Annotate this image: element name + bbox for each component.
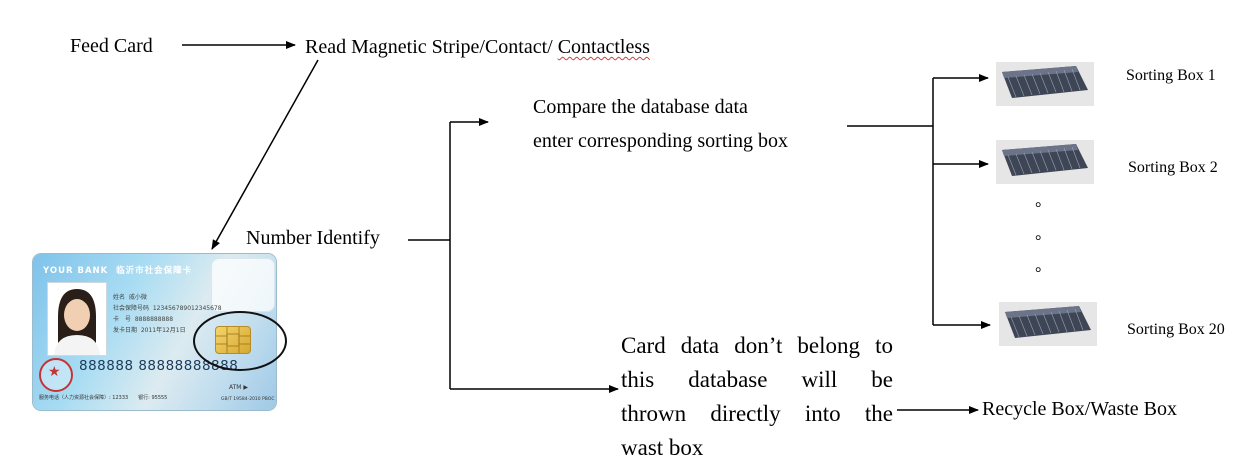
feed-card-label: Feed Card [70, 35, 153, 57]
card-stack-icon [1005, 306, 1091, 338]
card-standard: GB/T 19584-2010 PBOC [221, 397, 275, 402]
reject-line-2: this database will be [621, 367, 893, 392]
card-info-block: 姓名 戚小微 社会保障号码 123456789012345678 卡 号 888… [113, 294, 222, 334]
sorting-box-1-label: Sorting Box 1 [1126, 67, 1216, 84]
sorting-box-image [996, 140, 1094, 184]
card-bank-name: YOUR BANK 临沂市社会保障卡 [43, 266, 193, 276]
recycle-box-label: Recycle Box/Waste Box [982, 398, 1178, 420]
card-atm-label: ATM ▶ [229, 384, 249, 391]
card-star-icon: ★ [48, 364, 61, 380]
ellipsis-dot: ° [1035, 200, 1042, 217]
card-hologram-window [211, 258, 275, 312]
sorting-box-2-label: Sorting Box 2 [1128, 159, 1218, 176]
card-photo [47, 282, 107, 356]
reject-line-3: thrown directly into the [621, 401, 893, 426]
sorting-box-20-label: Sorting Box 20 [1127, 321, 1225, 338]
number-identify-label: Number Identify [246, 227, 380, 249]
reject-line-1: Card data don’t belong to [621, 333, 893, 358]
compare-line-2: enter corresponding sorting box [533, 130, 788, 152]
arrow-read-to-card [211, 59, 319, 250]
card-number: 888888 88888888888 [79, 358, 239, 374]
card-issuer: 临沂市社会保障卡 [116, 266, 193, 276]
card-seal-icon [39, 358, 73, 392]
person-portrait-icon [54, 289, 100, 355]
ellipsis-dot: ° [1035, 265, 1042, 282]
card-stack-icon [1002, 66, 1088, 98]
read-method-prefix: Read Magnetic Stripe/Contact/ [305, 36, 558, 58]
ellipsis-dot: ° [1035, 233, 1042, 250]
reject-description: Card data don’t belong to this database … [621, 329, 893, 465]
read-method-suffix: Contactless [557, 36, 650, 58]
sorting-box-image [996, 62, 1094, 106]
card-stack-icon [1002, 144, 1088, 176]
card-footer: 服务电话（人力资源社会保障）: 12333 银行: 95555 [39, 395, 168, 401]
compare-line-1: Compare the database data [533, 96, 748, 118]
sorting-box-image [999, 302, 1097, 346]
read-method-label: Read Magnetic Stripe/Contact/ Contactles… [305, 36, 650, 59]
chip-highlight-ellipse [193, 311, 287, 371]
reject-line-4: wast box [621, 435, 704, 460]
